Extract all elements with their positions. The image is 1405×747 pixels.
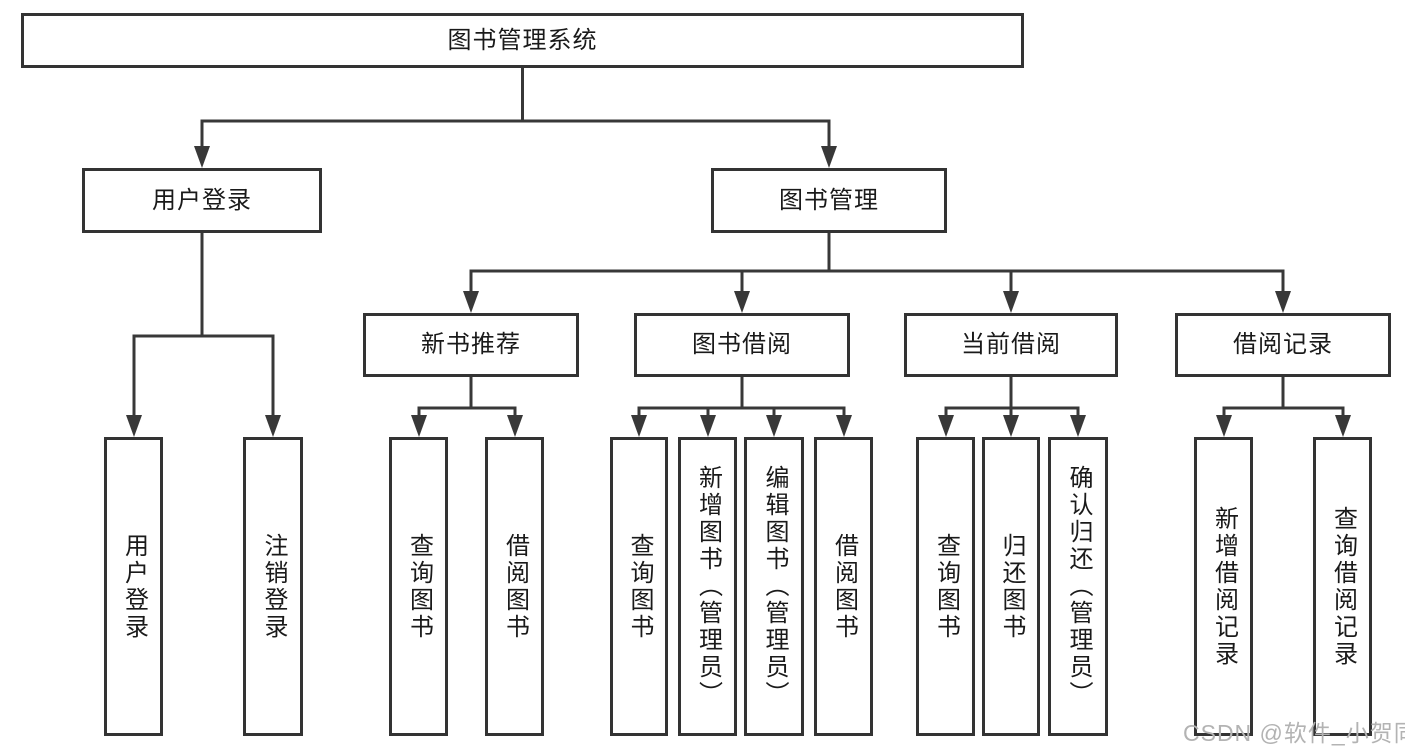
node-leaf-add-books-admin: 新增图书（管理员）: [678, 437, 737, 736]
node-leaf-query-books-recommend: 查询图书: [389, 437, 448, 736]
node-leaf-query-books-borrow: 查询图书: [610, 437, 668, 736]
node-user-login-branch: 用户登录: [82, 168, 322, 233]
node-current-borrow: 当前借阅: [904, 313, 1118, 377]
node-leaf-return-books: 归还图书: [982, 437, 1040, 736]
node-leaf-user-login: 用户登录: [104, 437, 163, 736]
node-leaf-query-books-current: 查询图书: [916, 437, 975, 736]
csdn-watermark: CSDN @软件_小贺同学: [1183, 720, 1405, 746]
node-leaf-query-borrow-record: 查询借阅记录: [1313, 437, 1372, 736]
node-library-system: 图书管理系统: [21, 13, 1024, 68]
node-leaf-borrow-books-recommend: 借阅图书: [485, 437, 544, 736]
node-new-book-recommend: 新书推荐: [363, 313, 579, 377]
node-leaf-logout: 注销登录: [243, 437, 303, 736]
node-book-borrow: 图书借阅: [634, 313, 850, 377]
node-leaf-confirm-return-admin: 确认归还（管理员）: [1048, 437, 1108, 736]
node-leaf-edit-books-admin: 编辑图书（管理员）: [744, 437, 804, 736]
node-borrow-records: 借阅记录: [1175, 313, 1391, 377]
node-book-management-branch: 图书管理: [711, 168, 947, 233]
node-leaf-add-borrow-record: 新增借阅记录: [1194, 437, 1253, 736]
node-leaf-borrow-books: 借阅图书: [814, 437, 873, 736]
